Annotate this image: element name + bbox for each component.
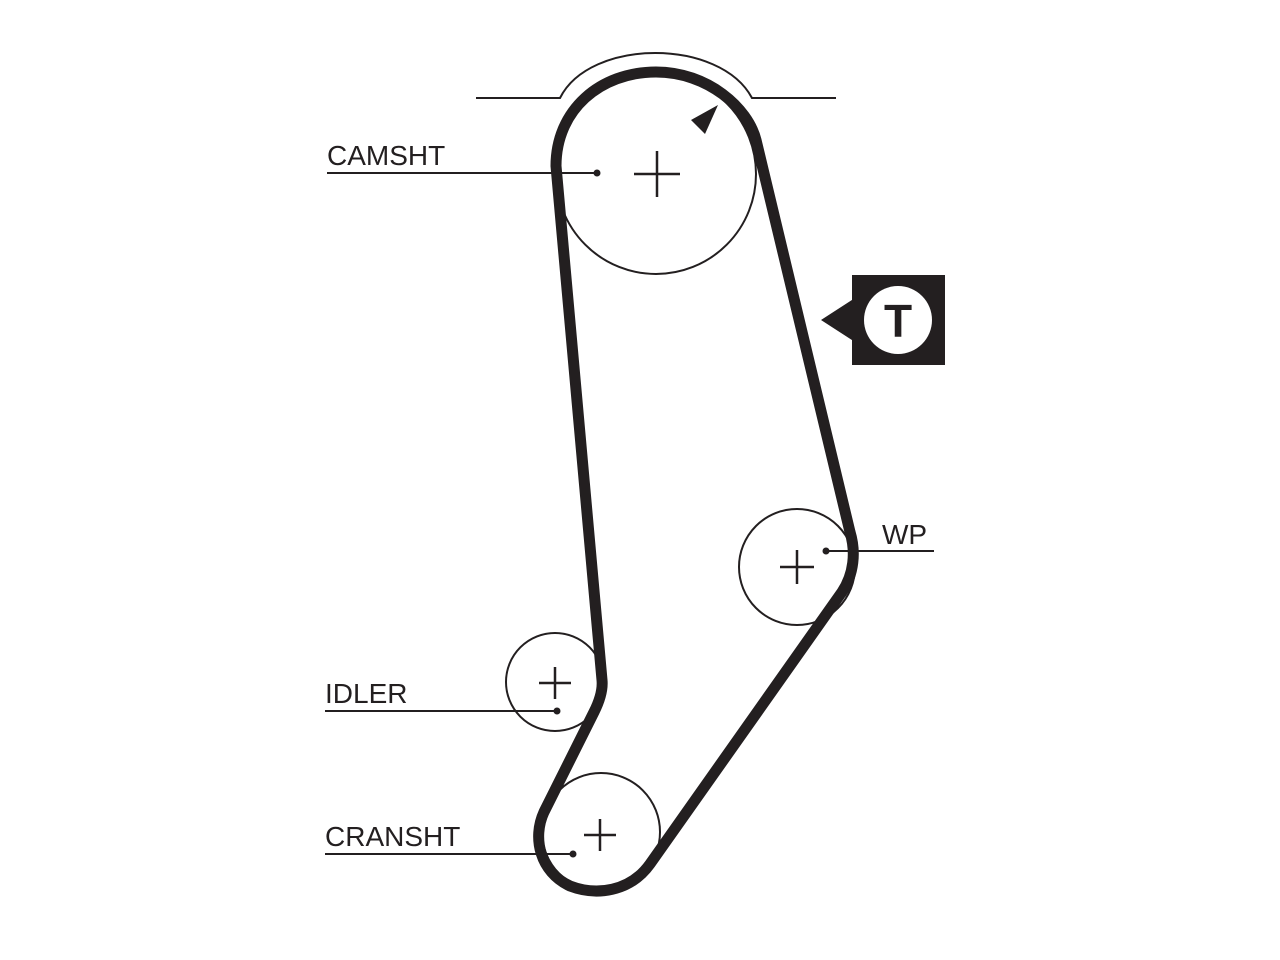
housing-cover-outline [476,52,836,99]
water-pump-leader [822,547,934,555]
camshaft-center-mark [634,151,680,197]
timing-belt [533,66,859,897]
idler-label: IDLER [325,678,407,709]
camshaft-label: CAMSHT [327,140,445,171]
water-pump-label: WP [882,519,927,550]
camshaft-leader [327,169,601,177]
tensioner-marker-icon: T [821,275,945,365]
rotation-direction-arrow-icon [691,105,718,134]
idler-center-mark [539,667,571,699]
crankshaft-label: CRANSHT [325,821,460,852]
crankshaft-leader [325,850,577,858]
crankshaft-center-mark [584,819,616,851]
water-pump-center-mark [780,550,814,584]
idler-leader [325,707,561,715]
tensioner-letter: T [884,295,912,347]
